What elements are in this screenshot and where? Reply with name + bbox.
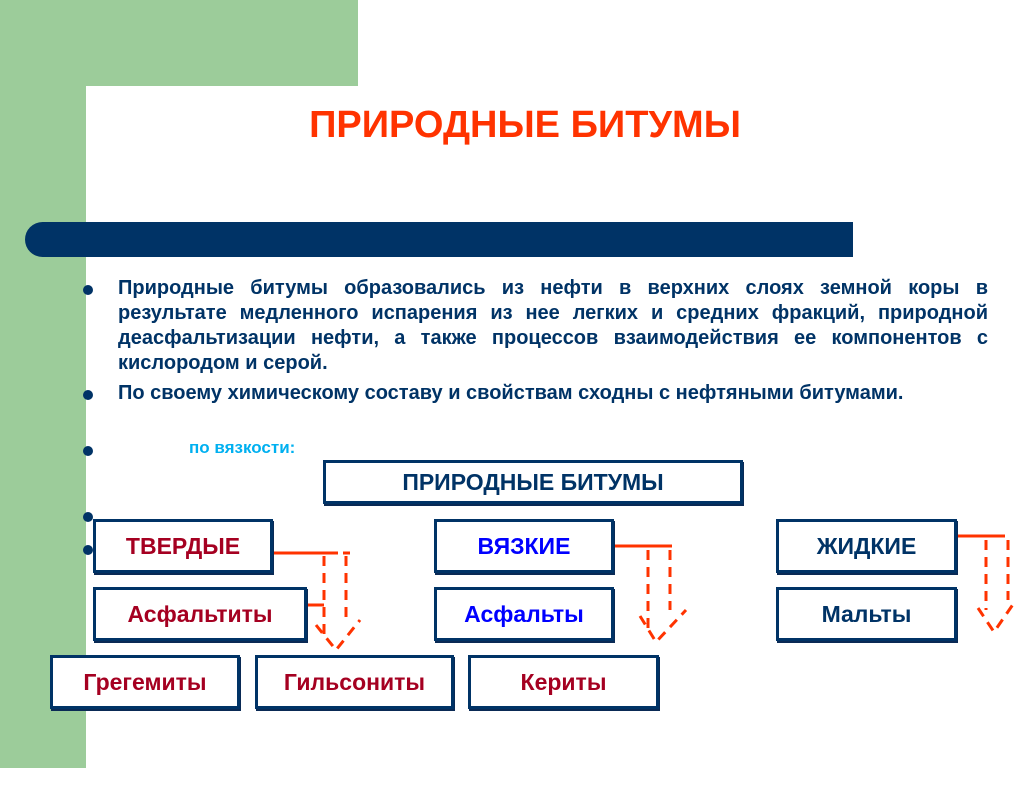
item-asphalts-box: Асфальты	[434, 587, 614, 641]
item-gilsonites-box: Гильсониты	[255, 655, 454, 709]
category-solid-box: ТВЕРДЫЕ	[93, 519, 273, 573]
classification-label: по вязкости:	[189, 438, 296, 457]
category-viscous-box: ВЯЗКИЕ	[434, 519, 614, 573]
bullet-text-1: Природные битумы образовались из нефти в…	[118, 277, 988, 374]
connector-arrows	[273, 534, 1018, 653]
item-gregemites-box: Грегемиты	[50, 655, 240, 709]
slide-title: ПРИРОДНЫЕ БИТУМЫ	[309, 104, 741, 146]
bullet-text-2: По своему химическому составу и свойства…	[118, 382, 904, 404]
bullet-icon	[83, 446, 93, 456]
decor-green-left	[0, 0, 86, 768]
item-malts-box: Мальты	[776, 587, 957, 641]
bullet-icon	[83, 512, 93, 522]
category-liquid-box: ЖИДКИЕ	[776, 519, 957, 573]
root-box: ПРИРОДНЫЕ БИТУМЫ	[323, 460, 743, 504]
bullet-icon	[83, 390, 93, 400]
bullet-icon	[83, 545, 93, 555]
bullet-icon	[83, 285, 93, 295]
item-asphaltites-box: Асфальтиты	[93, 587, 307, 641]
decor-title-bar	[25, 222, 853, 257]
item-kerites-box: Кериты	[468, 655, 659, 709]
